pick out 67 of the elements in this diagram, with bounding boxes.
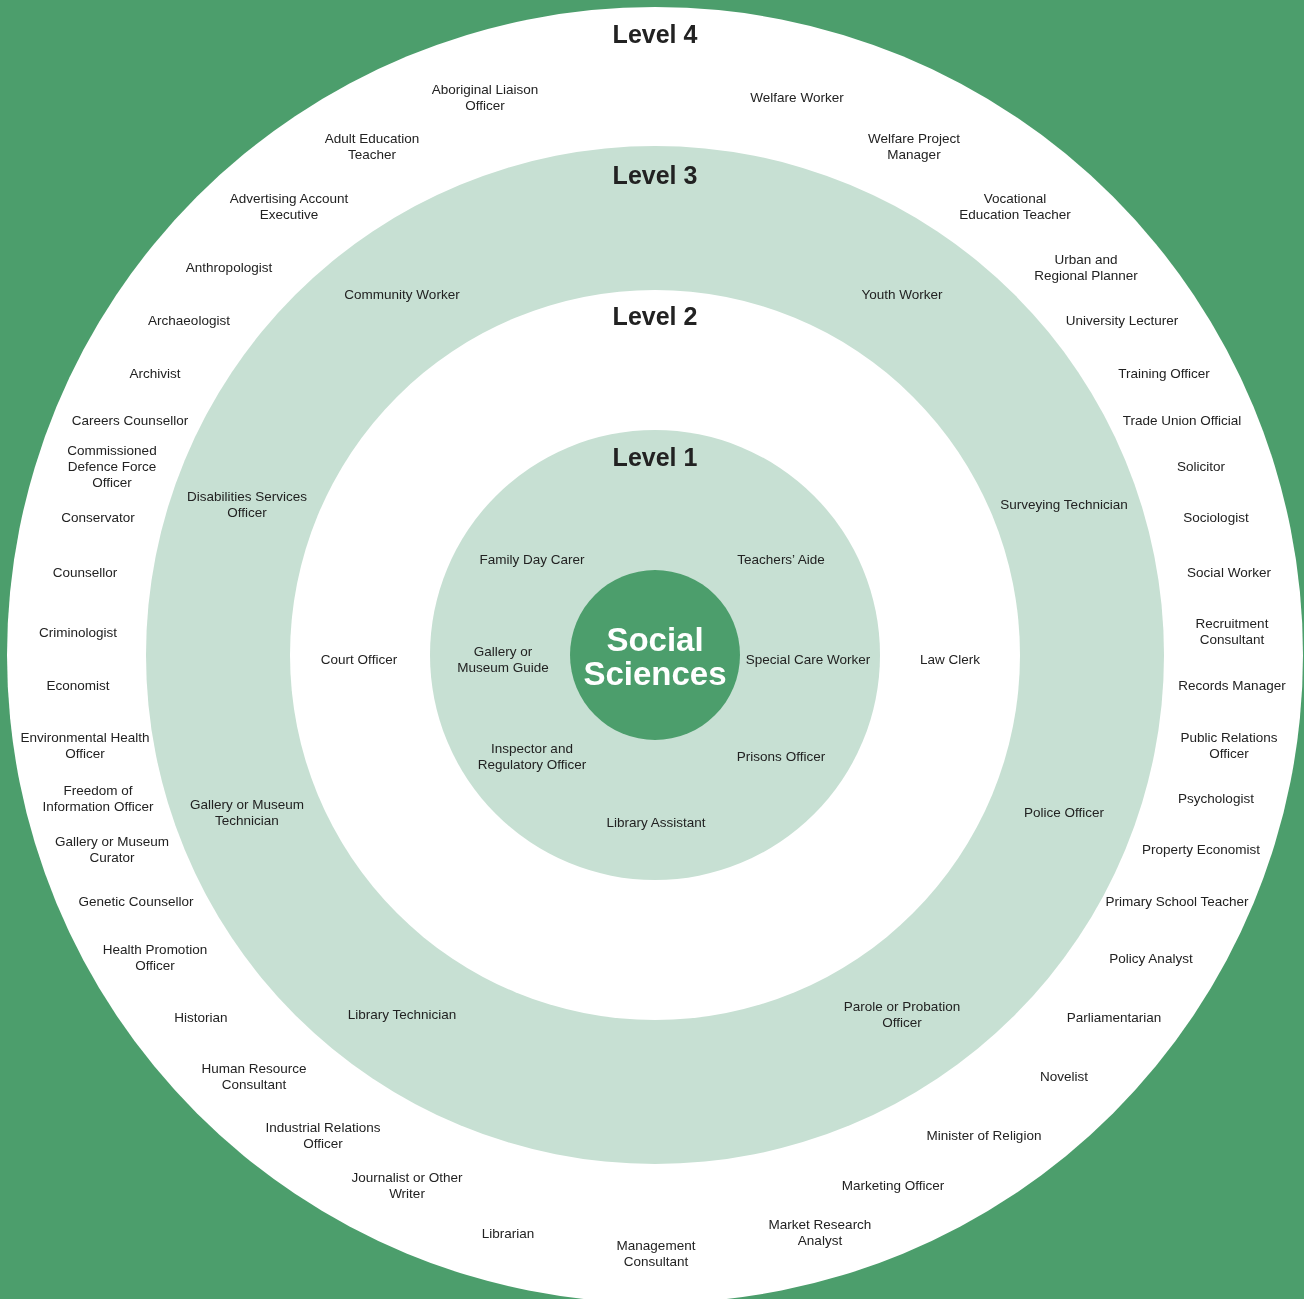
job-title: Historian bbox=[174, 1010, 228, 1026]
level-heading: Level 4 bbox=[612, 20, 698, 48]
job-title: Gallery or Museum Technician bbox=[188, 797, 305, 829]
job-title: Marketing Officer bbox=[841, 1178, 945, 1194]
centre-title: Social Sciences bbox=[582, 623, 728, 691]
job-title: Urban and Regional Planner bbox=[1033, 252, 1139, 284]
job-title: Librarian bbox=[481, 1226, 535, 1242]
job-title: Management Consultant bbox=[615, 1238, 697, 1270]
job-title: Gallery or Museum Guide bbox=[456, 644, 550, 676]
job-title: Welfare Project Manager bbox=[866, 131, 961, 163]
job-title: Novelist bbox=[1040, 1069, 1088, 1085]
job-title: Prisons Officer bbox=[736, 749, 826, 765]
job-title: Careers Counsellor bbox=[71, 413, 189, 429]
job-title: Social Worker bbox=[1187, 565, 1271, 581]
job-title: Property Economist bbox=[1142, 842, 1260, 858]
job-title: Disabilities Services Officer bbox=[185, 489, 308, 521]
job-title: Court Officer bbox=[320, 652, 398, 668]
job-title: Special Care Worker bbox=[745, 652, 871, 668]
job-title: Psychologist bbox=[1178, 791, 1254, 807]
job-title: Journalist or Other Writer bbox=[350, 1170, 464, 1202]
job-title: Freedom of Information Officer bbox=[41, 783, 155, 815]
job-title: University Lecturer bbox=[1065, 313, 1179, 329]
job-title: Health Promotion Officer bbox=[101, 942, 209, 974]
job-title: Inspector and Regulatory Officer bbox=[476, 741, 588, 773]
level-heading: Level 2 bbox=[612, 302, 698, 330]
job-title: Records Manager bbox=[1178, 678, 1286, 694]
job-title: Environmental Health Officer bbox=[19, 730, 151, 762]
job-title: Teachers’ Aide bbox=[737, 552, 825, 568]
job-title: Conservator bbox=[61, 510, 135, 526]
job-title: Market Research Analyst bbox=[767, 1217, 873, 1249]
job-title: Advertising Account Executive bbox=[228, 191, 350, 223]
job-title: Police Officer bbox=[1024, 805, 1104, 821]
job-title: Vocational Education Teacher bbox=[958, 191, 1072, 223]
job-title: Minister of Religion bbox=[926, 1128, 1042, 1144]
job-title: Parliamentarian bbox=[1066, 1010, 1162, 1026]
job-title: Gallery or Museum Curator bbox=[53, 834, 170, 866]
job-title: Surveying Technician bbox=[1000, 497, 1128, 513]
job-title: Criminologist bbox=[39, 625, 117, 641]
level-heading: Level 3 bbox=[612, 161, 698, 189]
job-title: Primary School Teacher bbox=[1105, 894, 1249, 910]
job-title: Recruitment Consultant bbox=[1194, 616, 1270, 648]
job-title: Library Technician bbox=[347, 1007, 457, 1023]
job-title: Family Day Carer bbox=[479, 552, 585, 568]
job-title: Public Relations Officer bbox=[1179, 730, 1279, 762]
job-title: Economist bbox=[46, 678, 110, 694]
job-title: Sociologist bbox=[1183, 510, 1249, 526]
job-title: Aboriginal Liaison Officer bbox=[430, 82, 540, 114]
level-heading: Level 1 bbox=[612, 443, 698, 471]
job-title: Commissioned Defence Force Officer bbox=[66, 443, 158, 491]
job-title: Trade Union Official bbox=[1122, 413, 1242, 429]
job-title: Human Resource Consultant bbox=[200, 1061, 308, 1093]
job-title: Archivist bbox=[129, 366, 181, 382]
job-title: Welfare Worker bbox=[750, 90, 844, 106]
job-title: Archaeologist bbox=[148, 313, 230, 329]
job-title: Training Officer bbox=[1118, 366, 1210, 382]
job-title: Anthropologist bbox=[185, 260, 273, 276]
job-title: Solicitor bbox=[1177, 459, 1225, 475]
job-title: Community Worker bbox=[344, 287, 460, 303]
job-title: Law Clerk bbox=[920, 652, 980, 668]
job-title: Adult Education Teacher bbox=[323, 131, 421, 163]
job-title: Youth Worker bbox=[861, 287, 943, 303]
job-title: Genetic Counsellor bbox=[78, 894, 194, 910]
job-title: Library Assistant bbox=[606, 815, 706, 831]
job-title: Industrial Relations Officer bbox=[264, 1120, 382, 1152]
job-title: Parole or Probation Officer bbox=[842, 999, 962, 1031]
job-title: Counsellor bbox=[52, 565, 118, 581]
job-title: Policy Analyst bbox=[1109, 951, 1193, 967]
